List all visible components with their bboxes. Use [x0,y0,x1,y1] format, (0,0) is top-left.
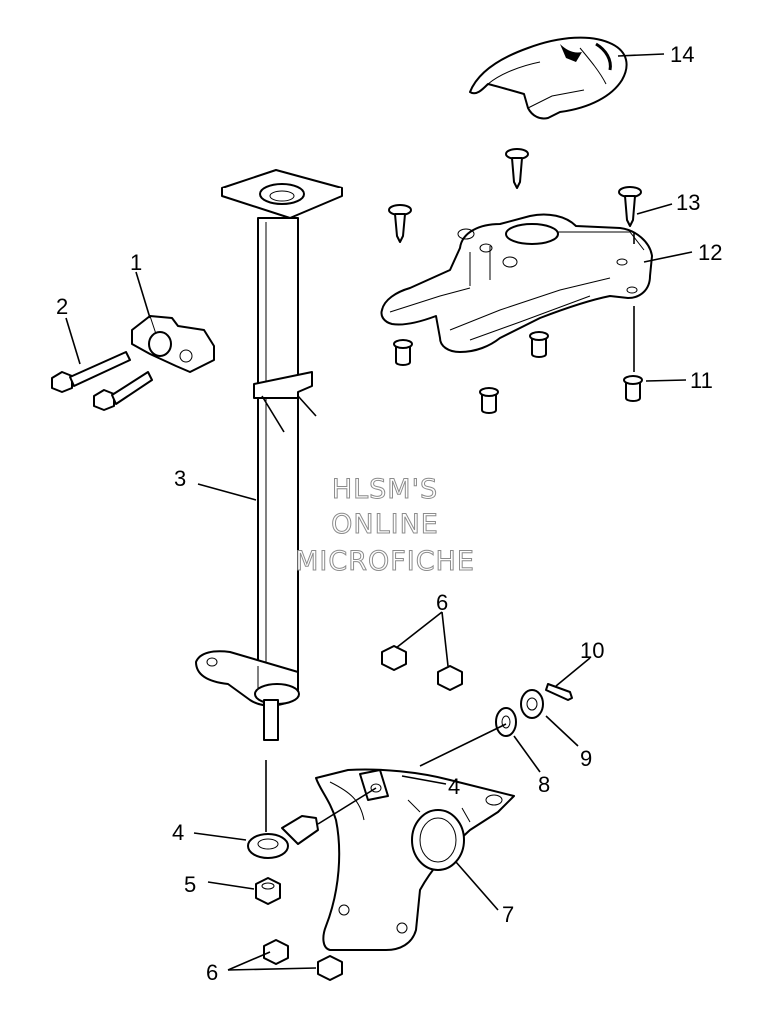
callout-8: 8 [538,772,550,797]
callout-1: 1 [130,250,142,275]
part-5-nut [255,877,281,905]
part-13-screw-left [388,204,412,243]
callout-5: 5 [184,872,196,897]
part-13-screw-right [618,186,642,227]
part-6-nut-bottom-2 [317,955,343,981]
part-7-mounting-plate [315,768,515,951]
part-8-washer [495,707,517,737]
part-13-screw-top [505,148,529,189]
part-2-bolt-upper [51,351,131,393]
part-6-nut-middle-1 [381,645,407,671]
callout-12: 12 [698,240,722,265]
part-10-cotter-pin [545,683,573,701]
part-1-column-clamp [131,315,215,373]
callout-4-tie-rod: 4 [172,820,184,845]
part-6-nut-middle-2 [437,665,463,691]
part-4-tie-rod-end [247,760,319,859]
callout-labels: 1 2 3 4 4 5 6 6 7 8 9 10 11 12 13 14 [56,42,722,985]
part-11-insert-1 [393,339,413,366]
callout-10: 10 [580,638,604,663]
part-14-steering-cover [469,36,628,120]
callout-9: 9 [580,746,592,771]
part-3-steering-column [195,169,343,741]
callout-6-bottom: 6 [206,960,218,985]
watermark-line-3: MICROFICHE [295,546,475,577]
watermark: HLSM'S ONLINE MICROFICHE [295,474,475,578]
watermark-line-2: ONLINE [331,509,439,540]
callout-4-plate: 4 [448,774,460,799]
leader-lines [65,53,693,971]
part-11-insert-2 [529,331,549,358]
part-11-insert-3 [479,387,499,414]
part-11-insert-4 [623,375,643,402]
callout-6-middle: 6 [436,590,448,615]
part-6-nut-bottom-1 [263,939,289,965]
callout-2: 2 [56,294,68,319]
callout-14: 14 [670,42,694,67]
callout-7: 7 [502,902,514,927]
watermark-line-1: HLSM'S [332,474,438,505]
part-2-bolt-lower [93,371,153,411]
part-12-handlebar-bracket [380,213,653,353]
callout-13: 13 [676,190,700,215]
callout-3: 3 [174,466,186,491]
callout-11: 11 [690,368,713,393]
part-9-nut [520,689,544,719]
